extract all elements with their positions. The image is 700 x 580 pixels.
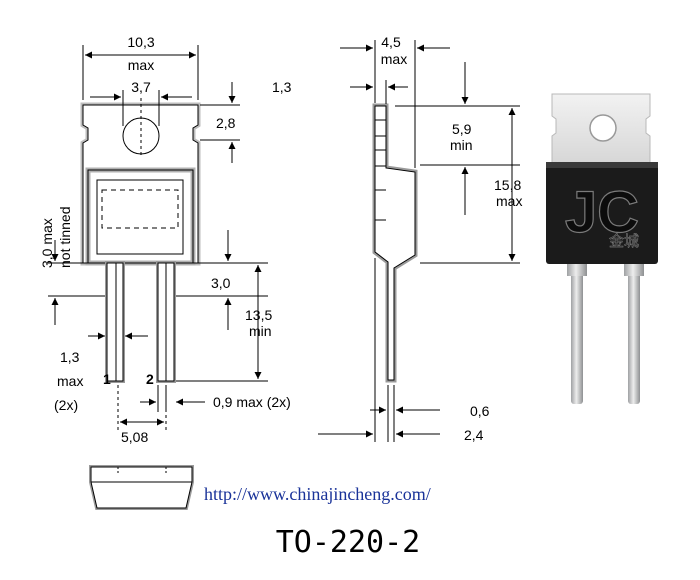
pin-1-label: 1 — [103, 371, 111, 387]
side-profile — [374, 105, 416, 381]
black-body — [546, 162, 658, 264]
dim-shoulder-value: 3,0 — [211, 275, 231, 291]
dim-lead-value: 0,6 — [470, 403, 490, 419]
dim-width-note: max — [128, 57, 154, 73]
dim-lead-width-note: max — [57, 373, 83, 389]
side-view — [372, 103, 418, 383]
dim-pitch-value: 5,08 — [121, 429, 148, 445]
component-photo: JC 金城 — [546, 93, 658, 404]
front-dimensions — [48, 45, 268, 426]
dim-side-width-note: max — [381, 51, 407, 67]
dim-lead-width-value: 1,3 — [60, 349, 80, 365]
front-body — [85, 167, 196, 266]
pin-2-label: 2 — [146, 371, 154, 387]
photo-mounting-hole — [589, 114, 617, 142]
photo-logo-chinese: 金城 — [609, 233, 639, 250]
dim-lead-width-count: (2x) — [54, 397, 78, 413]
dim-lead-length-note: min — [249, 323, 272, 339]
package-name: TO-220-2 — [276, 525, 421, 560]
photo-lead-2 — [628, 262, 640, 404]
side-labels: 4,5 max 1,3 5,9 min 15,8 max 0,6 2,4 — [272, 34, 522, 443]
dim-left-note: not tinned — [57, 207, 73, 269]
website-url: http://www.chinajincheng.com/ — [204, 484, 431, 504]
photo-logo-text: JC — [565, 180, 639, 245]
bottom-outline — [90, 466, 193, 509]
dim-lead-length-value: 13,5 — [245, 307, 272, 323]
dim-hole-value: 3,7 — [131, 79, 151, 95]
dim-left-value: 3,0 max — [39, 218, 55, 268]
dim-hole-offset-value: 5,9 — [452, 121, 472, 137]
dim-height-value: 15,8 — [494, 177, 521, 193]
dim-height-note: max — [496, 193, 522, 209]
dim-width-value: 10,3 — [127, 34, 154, 50]
side-dimensions — [318, 40, 520, 442]
dim-side-width-value: 4,5 — [381, 34, 401, 50]
dim-tab-height-value: 2,8 — [216, 115, 236, 131]
front-labels: 10,3 max 3,7 2,8 3,0 max not tinned 3,0 … — [39, 34, 291, 445]
dim-lead-thickness-value: 0,9 max (2x) — [213, 394, 291, 410]
dim-tab-thickness-value: 1,3 — [272, 79, 292, 95]
front-view — [80, 98, 201, 430]
dim-hole-offset-note: min — [450, 137, 473, 153]
dim-body-value: 2,4 — [464, 427, 484, 443]
bottom-view — [89, 465, 194, 510]
photo-lead-1 — [571, 262, 583, 404]
